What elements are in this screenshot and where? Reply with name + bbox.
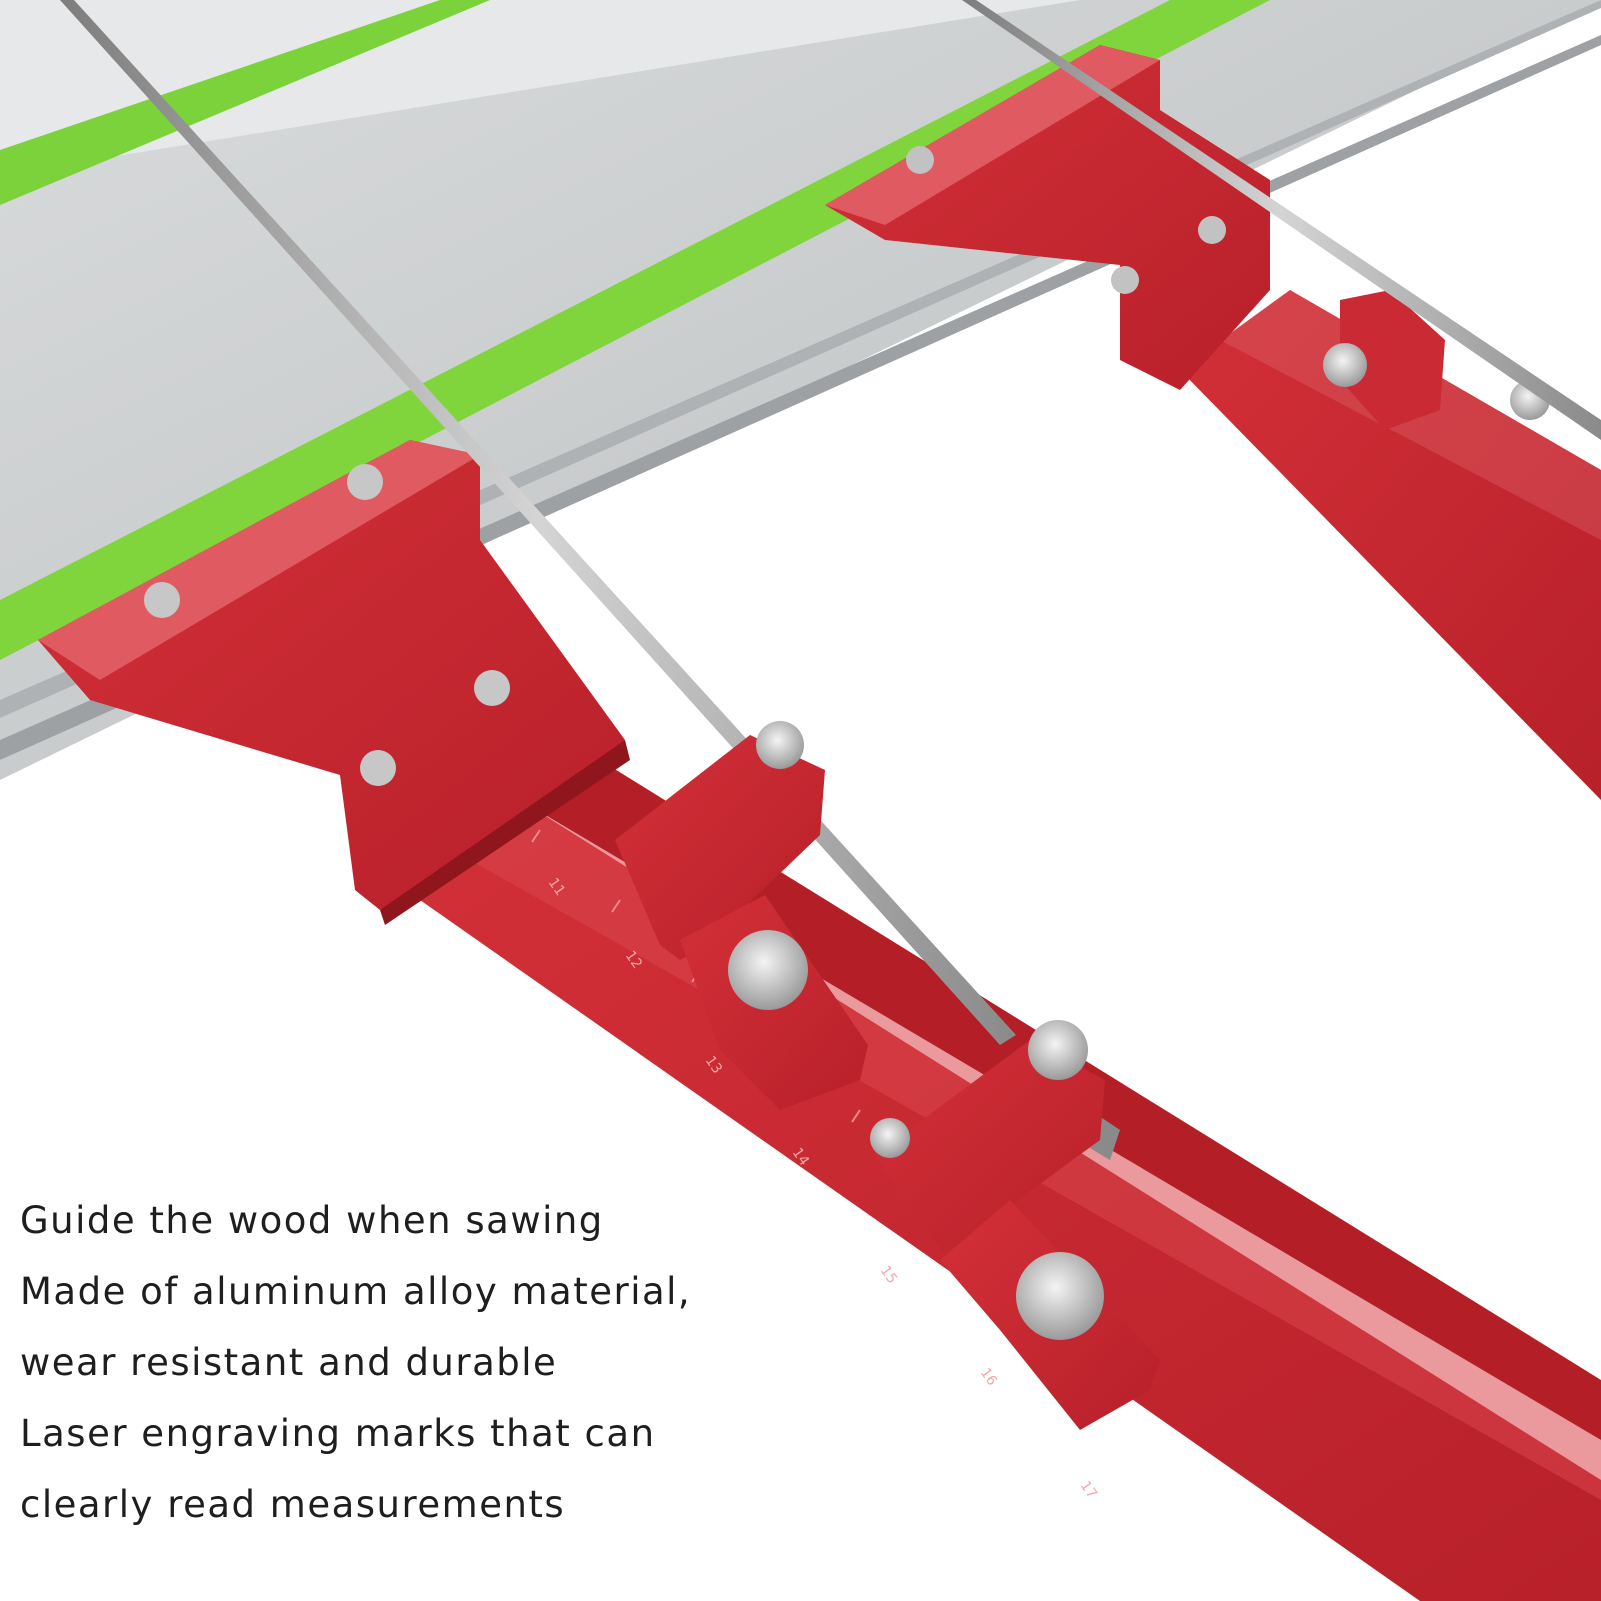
caption-line: Made of aluminum alloy material,: [20, 1270, 692, 1313]
screw-icon: [347, 464, 383, 500]
screw-icon: [144, 582, 180, 618]
flip-stop-upper: [615, 721, 868, 1110]
feature-caption: Guide the wood when sawing Made of alumi…: [20, 1185, 740, 1540]
caption-line: clearly read measurements: [20, 1483, 566, 1526]
knob-icon: [1016, 1252, 1104, 1340]
green-strip-upper: [0, 0, 490, 205]
ruler-number: 16: [977, 1365, 1000, 1389]
caption-line: wear resistant and durable: [20, 1341, 558, 1384]
knob-icon: [1028, 1020, 1088, 1080]
flip-stop-lower: [870, 1020, 1160, 1430]
caption-line: Laser engraving marks that can: [20, 1412, 656, 1455]
left-corner-bracket: [38, 440, 630, 925]
ruler-number: 15: [877, 1263, 900, 1287]
caption-line: Guide the wood when sawing: [20, 1199, 604, 1242]
screw-icon: [474, 670, 510, 706]
ruler-number: 17: [1077, 1478, 1100, 1502]
right-red-rail: [825, 45, 1601, 800]
knob-icon: [756, 721, 804, 769]
knob-icon: [728, 930, 808, 1010]
screw-icon: [360, 750, 396, 786]
knob-icon: [870, 1118, 910, 1158]
right-stop-block: [1340, 290, 1445, 430]
